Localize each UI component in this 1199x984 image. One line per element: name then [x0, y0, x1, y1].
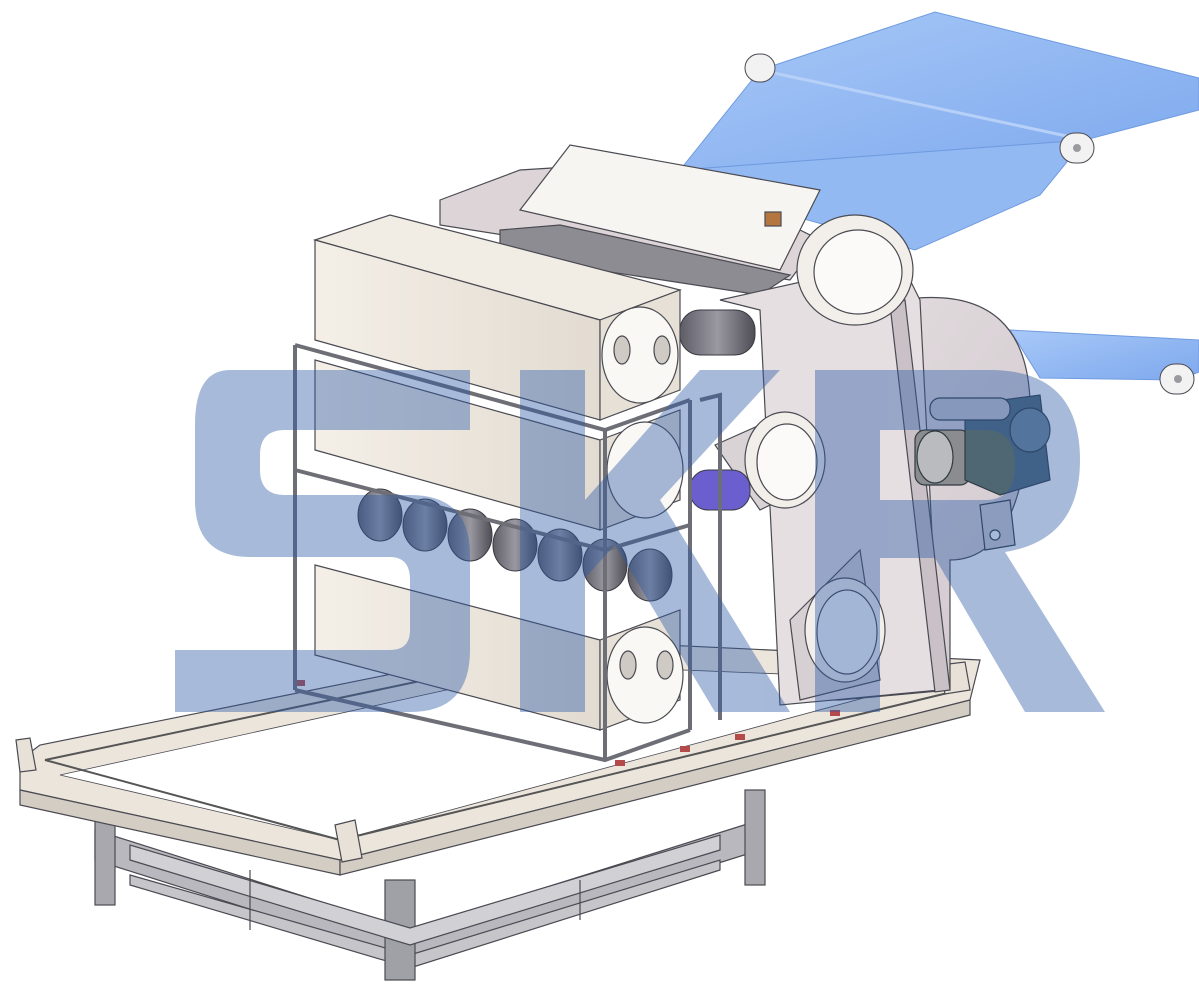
- rail-red-markers: [295, 680, 840, 766]
- fan-roller-bank: [357, 488, 673, 602]
- dryer-box-top: [312, 214, 682, 421]
- top-hood: [439, 144, 821, 296]
- upper-film-web: [678, 11, 1199, 251]
- rail-frame: [15, 639, 981, 876]
- watermark: [175, 370, 1105, 712]
- duct-ring-lower: [789, 548, 886, 701]
- dryer-box-bottom: [314, 564, 684, 731]
- box-rack-frame: [293, 343, 722, 763]
- duct-ring-top: [796, 214, 914, 326]
- base-stand: [94, 699, 766, 981]
- gear-motor: [914, 394, 1051, 551]
- upper-roller: [744, 53, 1095, 164]
- dryer-box-middle: [314, 359, 684, 531]
- lower-film-web: [1009, 329, 1199, 395]
